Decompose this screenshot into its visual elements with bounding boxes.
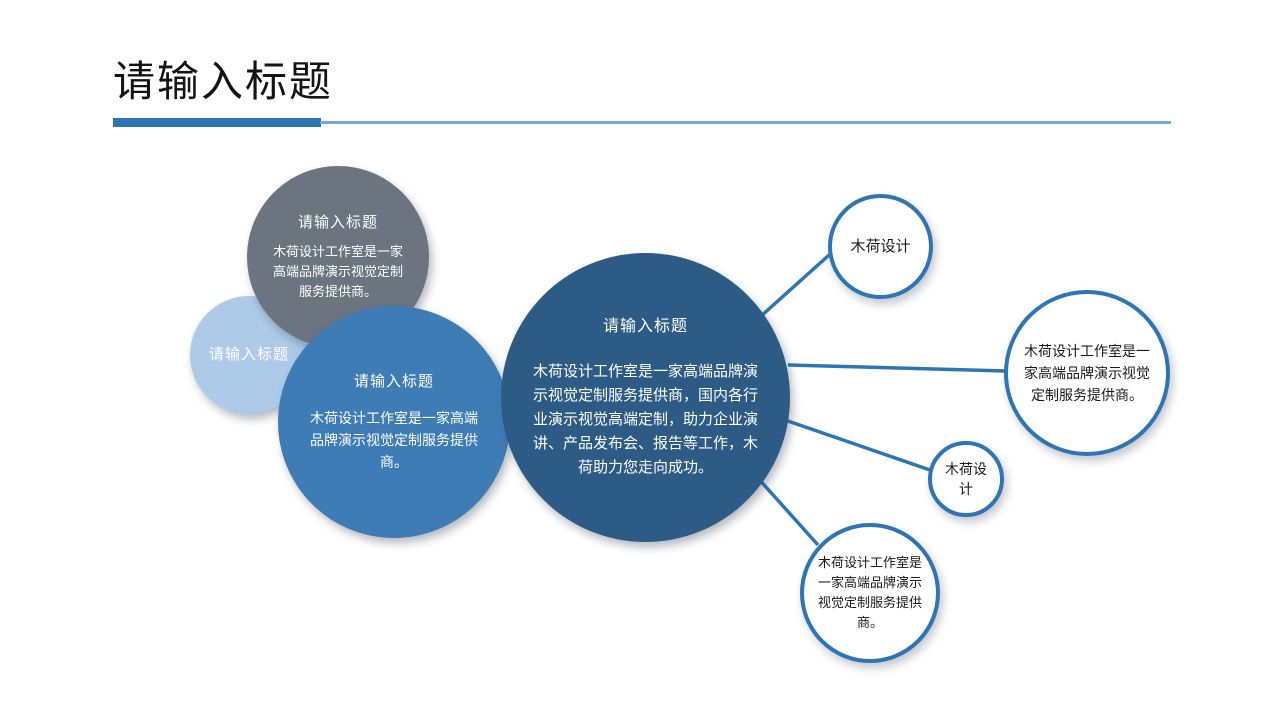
bubble-medium-blue[interactable]: 请输入标题 木荷设计工作室是一家高端品牌演示视觉定制服务提供商。: [278, 306, 510, 538]
bubble-gray[interactable]: 请输入标题 木荷设计工作室是一家高端品牌演示视觉定制服务提供商。: [247, 166, 429, 348]
title-underline-thick: [113, 118, 321, 127]
ring-top-label: 木荷设计: [850, 238, 911, 255]
ring-bottom[interactable]: 木荷设计工作室是一家高端品牌演示视觉定制服务提供商。: [800, 523, 940, 663]
bubble-light-blue-title: 请输入标题: [208, 346, 289, 363]
connector-main-to-top: [758, 245, 840, 319]
ring-small[interactable]: 木荷设计: [928, 441, 1004, 517]
ring-top[interactable]: 木荷设计: [828, 194, 933, 299]
bubble-main-blue[interactable]: 请输入标题 木荷设计工作室是一家高端品牌演示视觉定制服务提供商，国内各行业演示视…: [501, 253, 790, 542]
connector-main-to-bottom: [755, 475, 820, 547]
bubble-medium-blue-title: 请输入标题: [353, 373, 434, 390]
ring-bottom-label: 木荷设计工作室是一家高端品牌演示视觉定制服务提供商。: [817, 555, 922, 630]
page-title: 请输入标题: [113, 58, 334, 105]
bubble-main-blue-body: 木荷设计工作室是一家高端品牌演示视觉定制服务提供商，国内各行业演示视觉高端定制，…: [532, 362, 758, 476]
connector-main-to-small: [784, 418, 931, 472]
title-underline-thin: [320, 121, 1171, 124]
ring-right[interactable]: 木荷设计工作室是一家高端品牌演示视觉定制服务提供商。: [1004, 290, 1170, 456]
bubble-gray-title: 请输入标题: [297, 214, 378, 231]
ring-small-label: 木荷设计: [945, 461, 987, 497]
bubble-gray-body: 木荷设计工作室是一家高端品牌演示视觉定制服务提供商。: [272, 244, 403, 299]
bubble-medium-blue-body: 木荷设计工作室是一家高端品牌演示视觉定制服务提供商。: [310, 410, 478, 470]
connector-main-to-right: [787, 363, 1007, 373]
bubble-main-blue-title: 请输入标题: [602, 317, 688, 335]
ring-right-label: 木荷设计工作室是一家高端品牌演示视觉定制服务提供商。: [1024, 343, 1150, 403]
